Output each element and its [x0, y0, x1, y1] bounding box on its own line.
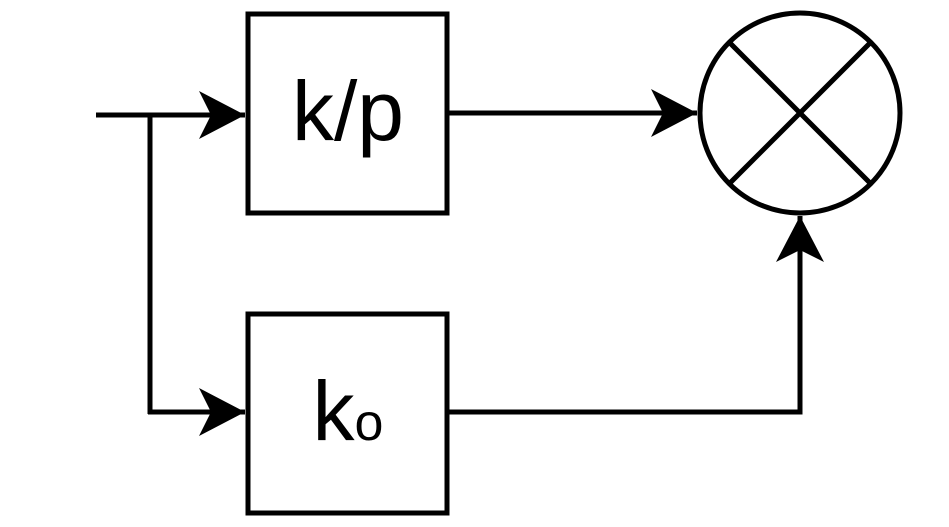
top-block-label: k/p [292, 64, 404, 158]
bottom-output-line [447, 216, 824, 415]
bottom-block-label-main: k [313, 364, 356, 458]
bottom-block-label: ko [313, 364, 384, 458]
bottom-block-label-subscript: o [355, 394, 384, 452]
multiplier-cross-line-2 [727, 40, 873, 186]
multiplier-circle [697, 10, 903, 216]
multiplier-junction [697, 10, 903, 216]
